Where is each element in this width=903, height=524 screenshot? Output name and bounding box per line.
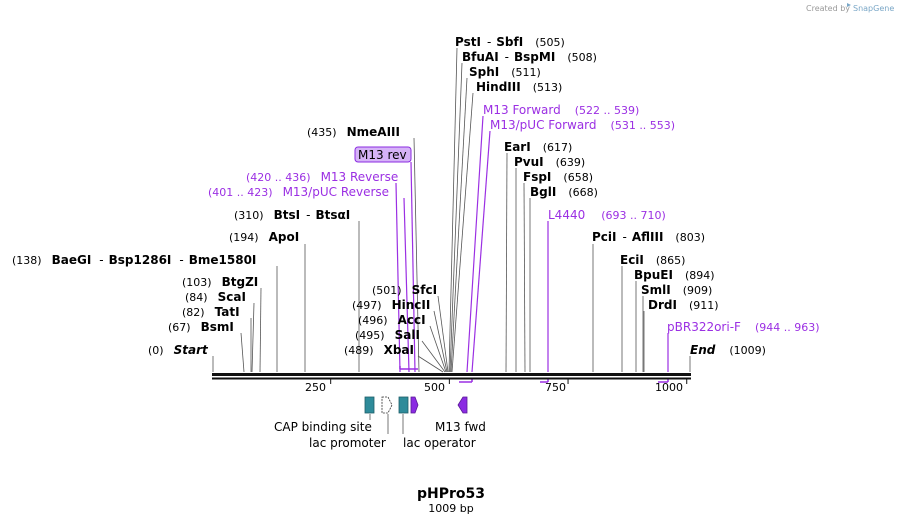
primer-m13-rev-box[interactable]: M13 rev — [354, 146, 412, 163]
svg-text:pBR322ori-F(944 .. 963): pBR322ori-F(944 .. 963) — [667, 320, 820, 334]
primer-m13-reverse[interactable]: (420 .. 436)M13 Reverse — [246, 170, 398, 184]
svg-text:(82)TatI: (82)TatI — [182, 305, 240, 319]
site-bpuei[interactable]: BpuEI(894) — [634, 268, 715, 282]
svg-text:(401 .. 423)M13/pUC Reverse: (401 .. 423)M13/pUC Reverse — [208, 185, 389, 199]
svg-text:(84)ScaI: (84)ScaI — [185, 290, 246, 304]
svg-text:(194)ApoI: (194)ApoI — [229, 230, 299, 244]
site-apoi[interactable]: (194)ApoI — [229, 230, 299, 244]
svg-text:(497)HincII: (497)HincII — [352, 298, 430, 312]
svg-text:M13 Forward(522 .. 539): M13 Forward(522 .. 539) — [483, 103, 639, 117]
feature-label-lac-promoter: lac promoter — [309, 436, 386, 450]
svg-text:M13/pUC Forward(531 .. 553): M13/pUC Forward(531 .. 553) — [490, 118, 675, 132]
svg-text:PciI-AflIII(803): PciI-AflIII(803) — [592, 230, 705, 244]
primer-m13-puc-reverse[interactable]: (401 .. 423)M13/pUC Reverse — [208, 185, 389, 199]
site-sphi[interactable]: SphI(511) — [469, 65, 541, 79]
site-bfuai-bspmi[interactable]: BfuAI-BspMI(508) — [462, 50, 597, 64]
site-pcii-afliii[interactable]: PciI-AflIII(803) — [592, 230, 705, 244]
svg-text:BglI(668): BglI(668) — [530, 185, 598, 199]
snapgene-logo-icon — [847, 3, 851, 7]
feature-track — [364, 396, 468, 434]
svg-text:(435)NmeAIII: (435)NmeAIII — [307, 125, 400, 139]
feature-cap-binding-site[interactable] — [364, 396, 375, 414]
feature-m13-fwd[interactable] — [457, 396, 468, 414]
site-smli[interactable]: SmlI(909) — [641, 283, 712, 297]
end-marker: End(1009) — [690, 343, 766, 357]
site-btgzi[interactable]: (103)BtgZI — [182, 275, 258, 289]
plasmid-name: pHPro53 — [417, 486, 485, 502]
svg-text:SmlI(909): SmlI(909) — [641, 283, 712, 297]
tick-label-750: 750 — [545, 381, 566, 394]
svg-text:M13 rev: M13 rev — [358, 148, 407, 162]
start-marker: (0)Start — [148, 343, 209, 357]
svg-text:BfuAI-BspMI(508): BfuAI-BspMI(508) — [462, 50, 597, 64]
svg-text:(103)BtgZI: (103)BtgZI — [182, 275, 258, 289]
svg-text:SphI(511): SphI(511) — [469, 65, 541, 79]
svg-text:L4440(693 .. 710): L4440(693 .. 710) — [548, 208, 666, 222]
primer-m13-puc-forward[interactable]: M13/pUC Forward(531 .. 553) — [490, 118, 675, 132]
svg-text:(0)Start: (0)Start — [148, 343, 209, 357]
svg-text:HindIII(513): HindIII(513) — [476, 80, 562, 94]
plasmid-length: 1009 bp — [428, 502, 473, 515]
site-bgli[interactable]: BglI(668) — [530, 185, 598, 199]
credit-prefix: Created by — [806, 4, 850, 13]
svg-text:BpuEI(894): BpuEI(894) — [634, 268, 715, 282]
site-tati[interactable]: (82)TatI — [182, 305, 240, 319]
site-drdi[interactable]: DrdI(911) — [648, 298, 719, 312]
site-pvui[interactable]: PvuI(639) — [514, 155, 585, 169]
svg-text:DrdI(911): DrdI(911) — [648, 298, 719, 312]
svg-text:(501)SfcI: (501)SfcI — [372, 283, 437, 297]
site-hincii[interactable]: (497)HincII — [352, 298, 430, 312]
site-acci[interactable]: (496)AccI — [358, 313, 426, 327]
site-sfci[interactable]: (501)SfcI — [372, 283, 437, 297]
credit-brand: SnapGene — [853, 4, 894, 13]
site-sali[interactable]: (495)SalI — [355, 328, 420, 342]
svg-text:(489)XbaI: (489)XbaI — [344, 343, 414, 357]
site-scai[interactable]: (84)ScaI — [185, 290, 246, 304]
site-btsi-btsai[interactable]: (310)BtsI-BtsαI — [234, 208, 350, 222]
primer-m13-forward[interactable]: M13 Forward(522 .. 539) — [483, 103, 639, 117]
site-baegi-bsp1286i-bme1580i[interactable]: (138)BaeGI-Bsp1286I-Bme1580I — [12, 253, 256, 267]
axis-ticks — [330, 379, 688, 384]
site-eari[interactable]: EarI(617) — [504, 140, 572, 154]
site-hindiii[interactable]: HindIII(513) — [476, 80, 562, 94]
tick-label-500: 500 — [424, 381, 445, 394]
primer-connectors — [395, 115, 669, 373]
tick-label-250: 250 — [305, 381, 326, 394]
svg-text:(138)BaeGI-Bsp1286I-Bme1580I: (138)BaeGI-Bsp1286I-Bme1580I — [12, 253, 256, 267]
svg-text:EarI(617): EarI(617) — [504, 140, 572, 154]
site-psti-sbfi[interactable]: PstI-SbfI(505) — [455, 35, 565, 49]
site-connectors — [212, 47, 691, 373]
feature-lac-operator[interactable] — [398, 396, 409, 414]
feature-label-m13-fwd: M13 fwd — [435, 420, 486, 434]
site-ecii[interactable]: EciI(865) — [620, 253, 685, 267]
primer-l4440[interactable]: L4440(693 .. 710) — [548, 208, 666, 222]
site-nmeaiii[interactable]: (435)NmeAIII — [307, 125, 400, 139]
site-fspi[interactable]: FspI(658) — [523, 170, 593, 184]
tick-label-1000: 1000 — [655, 381, 683, 394]
feature-label-lac-operator: lac operator — [403, 436, 476, 450]
svg-text:(496)AccI: (496)AccI — [358, 313, 426, 327]
feature-label-cap-binding-site: CAP binding site — [274, 420, 372, 434]
svg-text:End(1009): End(1009) — [690, 343, 766, 357]
svg-text:(310)BtsI-BtsαI: (310)BtsI-BtsαI — [234, 208, 350, 222]
svg-text:FspI(658): FspI(658) — [523, 170, 593, 184]
site-bsmi[interactable]: (67)BsmI — [168, 320, 234, 334]
site-xbai[interactable]: (489)XbaI — [344, 343, 414, 357]
primer-pbr322ori-f[interactable]: pBR322ori-F(944 .. 963) — [667, 320, 820, 334]
feature-lac-promoter[interactable] — [381, 396, 393, 414]
svg-text:PvuI(639): PvuI(639) — [514, 155, 585, 169]
feature-m13-rev[interactable] — [410, 396, 419, 414]
svg-text:(67)BsmI: (67)BsmI — [168, 320, 234, 334]
svg-text:PstI-SbfI(505): PstI-SbfI(505) — [455, 35, 565, 49]
svg-text:(495)SalI: (495)SalI — [355, 328, 420, 342]
backbone — [212, 373, 691, 380]
svg-text:EciI(865): EciI(865) — [620, 253, 685, 267]
svg-text:(420 .. 436)M13 Reverse: (420 .. 436)M13 Reverse — [246, 170, 398, 184]
